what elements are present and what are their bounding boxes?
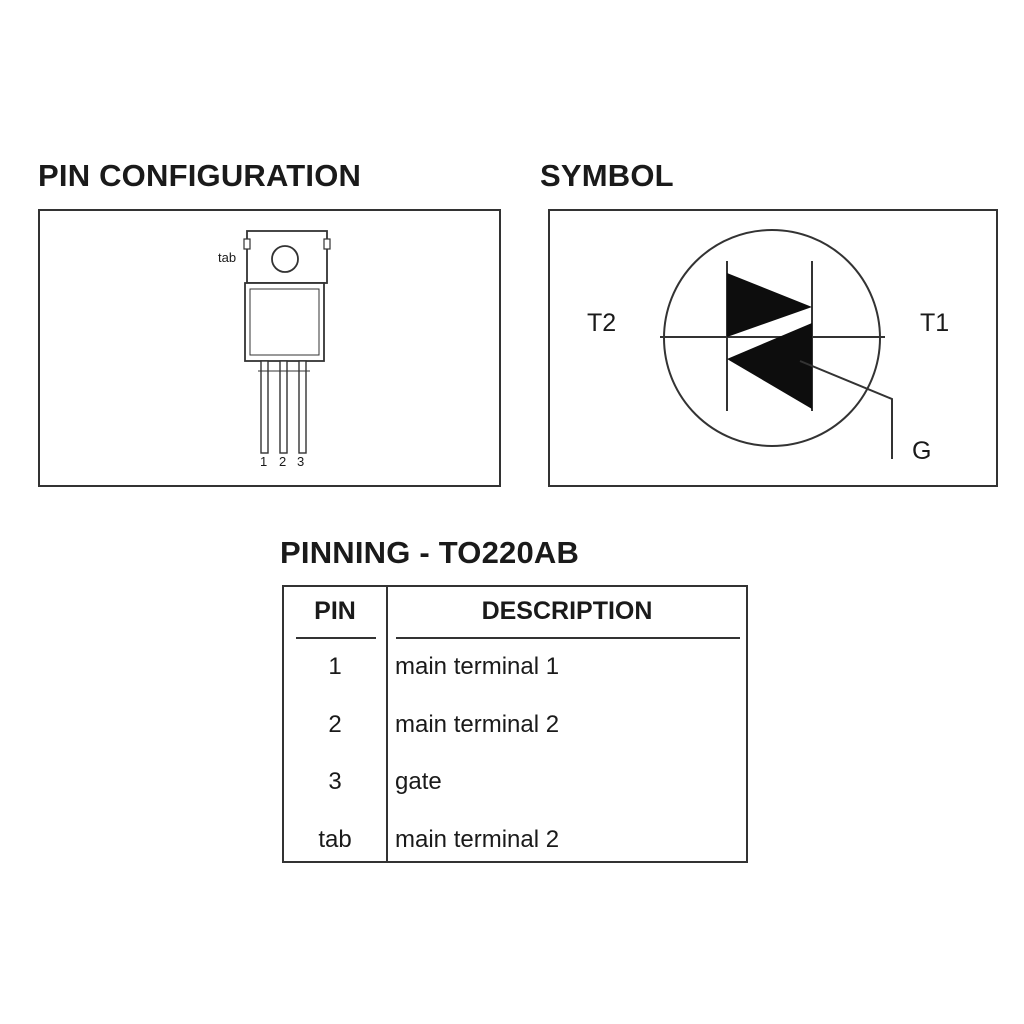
- package-body-inner: [249, 288, 320, 356]
- pin-configuration-heading: PIN CONFIGURATION: [38, 158, 362, 193]
- lead-1: [260, 360, 269, 454]
- pinning-table: PIN DESCRIPTION 1 main terminal 1 2 main…: [282, 585, 748, 863]
- mounting-hole: [271, 245, 299, 273]
- column-header-description: DESCRIPTION: [481, 597, 653, 625]
- tab-notch-left: [243, 238, 251, 250]
- pin-configuration-box: tab 1 2 3: [38, 209, 501, 487]
- package-body: [244, 282, 325, 362]
- pinning-heading: PINNING - TO220AB: [280, 535, 580, 570]
- table-row-2-description: main terminal 2: [395, 711, 560, 738]
- column-header-pin: PIN: [314, 597, 356, 625]
- pin-label-1: 1: [260, 454, 267, 469]
- table-row-2-pin: 2: [328, 711, 342, 738]
- lower-triangle: [727, 323, 812, 409]
- header-underline-pin: [296, 637, 376, 639]
- table-row-1-pin: 1: [328, 653, 342, 680]
- table-row-4-pin: tab: [318, 826, 352, 853]
- pin-label-2: 2: [279, 454, 286, 469]
- symbol-box: T2 T1 G: [548, 209, 998, 487]
- tab-notch-right: [323, 238, 331, 250]
- gate-lead: [799, 360, 893, 459]
- triac-symbol: T2 T1 G: [587, 229, 949, 465]
- header-underline-description: [396, 637, 740, 639]
- column-divider: [386, 587, 388, 861]
- lead-2: [279, 360, 288, 454]
- symbol-heading: SYMBOL: [540, 158, 674, 193]
- pin-label-3: 3: [297, 454, 304, 469]
- g-label: G: [912, 437, 931, 465]
- t1-label: T1: [920, 309, 949, 337]
- table-row-3-description: gate: [395, 768, 442, 795]
- table-row-4-description: main terminal 2: [395, 826, 560, 853]
- upper-triangle: [727, 273, 812, 337]
- table-row-1-description: main terminal 1: [395, 653, 560, 680]
- lead-3: [298, 360, 307, 454]
- t2-label: T2: [587, 309, 616, 337]
- to220-package-drawing: tab 1 2 3: [218, 230, 331, 469]
- table-row-3-pin: 3: [328, 768, 342, 795]
- tab-label: tab: [218, 250, 236, 265]
